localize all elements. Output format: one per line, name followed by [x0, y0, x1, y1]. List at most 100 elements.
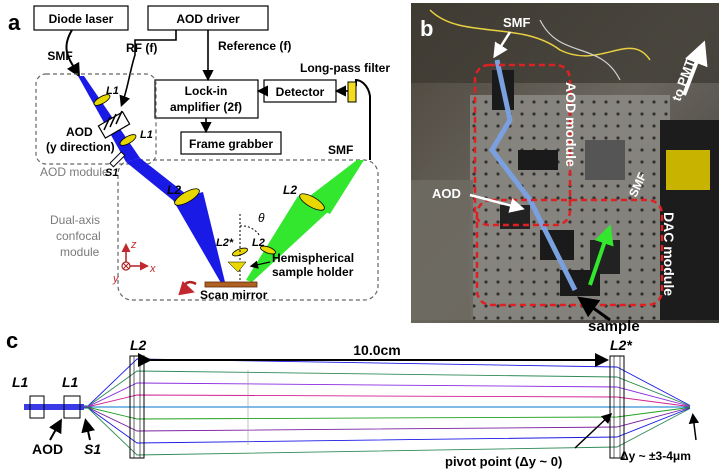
lens-l1-bottom [119, 134, 137, 146]
photo-aod-label: AOD [432, 186, 461, 201]
c-aod-arrow [49, 418, 62, 441]
dual-axis-label-2: confocal [56, 229, 101, 243]
scan-mirror [204, 281, 258, 288]
dual-axis-label-3: module [60, 245, 100, 259]
lens-l2-right [299, 193, 325, 211]
sample-arrow [577, 296, 611, 322]
axis-x-label: x [149, 263, 156, 275]
pivot-arrow [574, 412, 613, 449]
panel-c-letter: c [6, 328, 18, 353]
photo-fiber-cable [429, 9, 651, 61]
delta-label: Δy ~ ±3-4μm [620, 449, 691, 463]
reference-label: Reference (f) [218, 39, 291, 53]
rf-label: RF (f) [126, 41, 157, 55]
lockin-label-1: Lock-in [185, 84, 228, 98]
theta-arc [239, 225, 261, 237]
photo-cable-2 [539, 19, 621, 81]
laser-fiber [65, 29, 80, 78]
hemi-pointer [249, 260, 271, 269]
aod-module-label: AOD module [40, 165, 109, 179]
rotation-arrow [178, 280, 197, 296]
aod-crystal [97, 110, 131, 139]
diode-laser-label: Diode laser [49, 12, 114, 26]
slit-s1 [109, 151, 126, 168]
input-beam-bundle [24, 404, 84, 410]
delta-arrow [688, 413, 700, 441]
frame-grabber-box [180, 131, 282, 155]
lens-l2-inner [260, 245, 276, 255]
photo-aod-module-label: AOD module [563, 82, 579, 167]
lens-c-l2-star-inner [613, 355, 621, 459]
c-s1-label: S1 [84, 441, 101, 457]
axis-z-label: z [130, 239, 137, 251]
blue-beam-focus [173, 192, 225, 283]
photo-dac-module-box [475, 198, 664, 307]
detector-label: Detector [276, 85, 325, 99]
axis-y-label: y [112, 273, 120, 285]
photo-left-area [411, 180, 473, 320]
diode-laser-box [33, 5, 129, 31]
l1-bottom-label: L1 [140, 129, 153, 141]
photo-top-clutter [411, 3, 719, 83]
hemi-label-2: sample holder [272, 265, 354, 279]
l2-right-label: L2 [283, 183, 297, 197]
dual-axis-module-box [117, 159, 379, 301]
axes-indicator [121, 243, 149, 271]
photo-blue-beam [488, 59, 578, 292]
c-l2-label: L2 [130, 337, 147, 353]
photo-aod-arrow [469, 193, 525, 213]
lens-l1-top [93, 94, 111, 106]
to-pmt-arrow [682, 40, 708, 96]
photo-smf-arrow [493, 31, 512, 59]
right-fiber [355, 78, 371, 160]
photo-aod-module-box [473, 63, 572, 227]
theta-label: θ [258, 211, 265, 225]
long-pass-label: Long-pass filter [300, 61, 390, 75]
photo-dac-module-label: DAC module [661, 212, 677, 296]
pivot-label: pivot point (Δy ~ 0) [445, 454, 562, 469]
ray-line [23, 407, 691, 456]
photo-yellow-device [666, 150, 710, 190]
sample-label: sample [588, 318, 640, 335]
c-s1-arrow [81, 418, 96, 441]
l2-inner-label: L2 [252, 237, 265, 249]
ray-trace [23, 358, 691, 456]
lens-l2-left [174, 188, 200, 206]
photo-green-beam [588, 224, 614, 286]
frame-grabber-label: Frame grabber [189, 137, 273, 151]
scan-mirror-label: Scan mirror [200, 288, 268, 302]
lockin-label-2: amplifier (2f) [170, 100, 242, 114]
aod-driver-label: AOD driver [176, 12, 240, 26]
ray-line [23, 407, 691, 444]
panel-b-letter: b [420, 16, 433, 41]
c-l2-star-label: L2* [610, 337, 632, 353]
lens-c-l2-inner [133, 355, 141, 459]
ray-line [23, 406, 691, 420]
s1-label: S1 [105, 167, 118, 179]
rf-line [119, 30, 177, 107]
aod-label-2: (y direction) [46, 140, 115, 154]
ray-line [23, 407, 691, 432]
lens-c-l1-a [29, 395, 45, 419]
ray-line [23, 394, 691, 408]
dual-axis-label-1: Dual-axis [50, 213, 100, 227]
panel-a-letter: a [8, 10, 21, 35]
l1-top-label: L1 [106, 85, 119, 97]
hemispherical-holder [227, 261, 247, 273]
ray-line [23, 382, 691, 407]
aod-module-box [35, 73, 157, 165]
aod-label-1: AOD [66, 125, 93, 139]
ray-line [23, 370, 691, 407]
aod-driver-box [147, 5, 269, 31]
ray-line [23, 358, 691, 407]
smf-top-label: SMF [47, 49, 72, 63]
l2-star-label: L2* [216, 237, 234, 249]
distance-label: 10.0cm [353, 342, 400, 358]
lens-c-l1-b [63, 395, 81, 419]
c-l1-b-label: L1 [62, 374, 79, 390]
smf-right-label: SMF [328, 143, 353, 157]
hemi-label-1: Hemispherical [272, 251, 354, 265]
panel-b: b SMF to PMT AOD module SMF AOD DAC modu… [411, 3, 719, 335]
c-aod-label: AOD [32, 441, 63, 457]
